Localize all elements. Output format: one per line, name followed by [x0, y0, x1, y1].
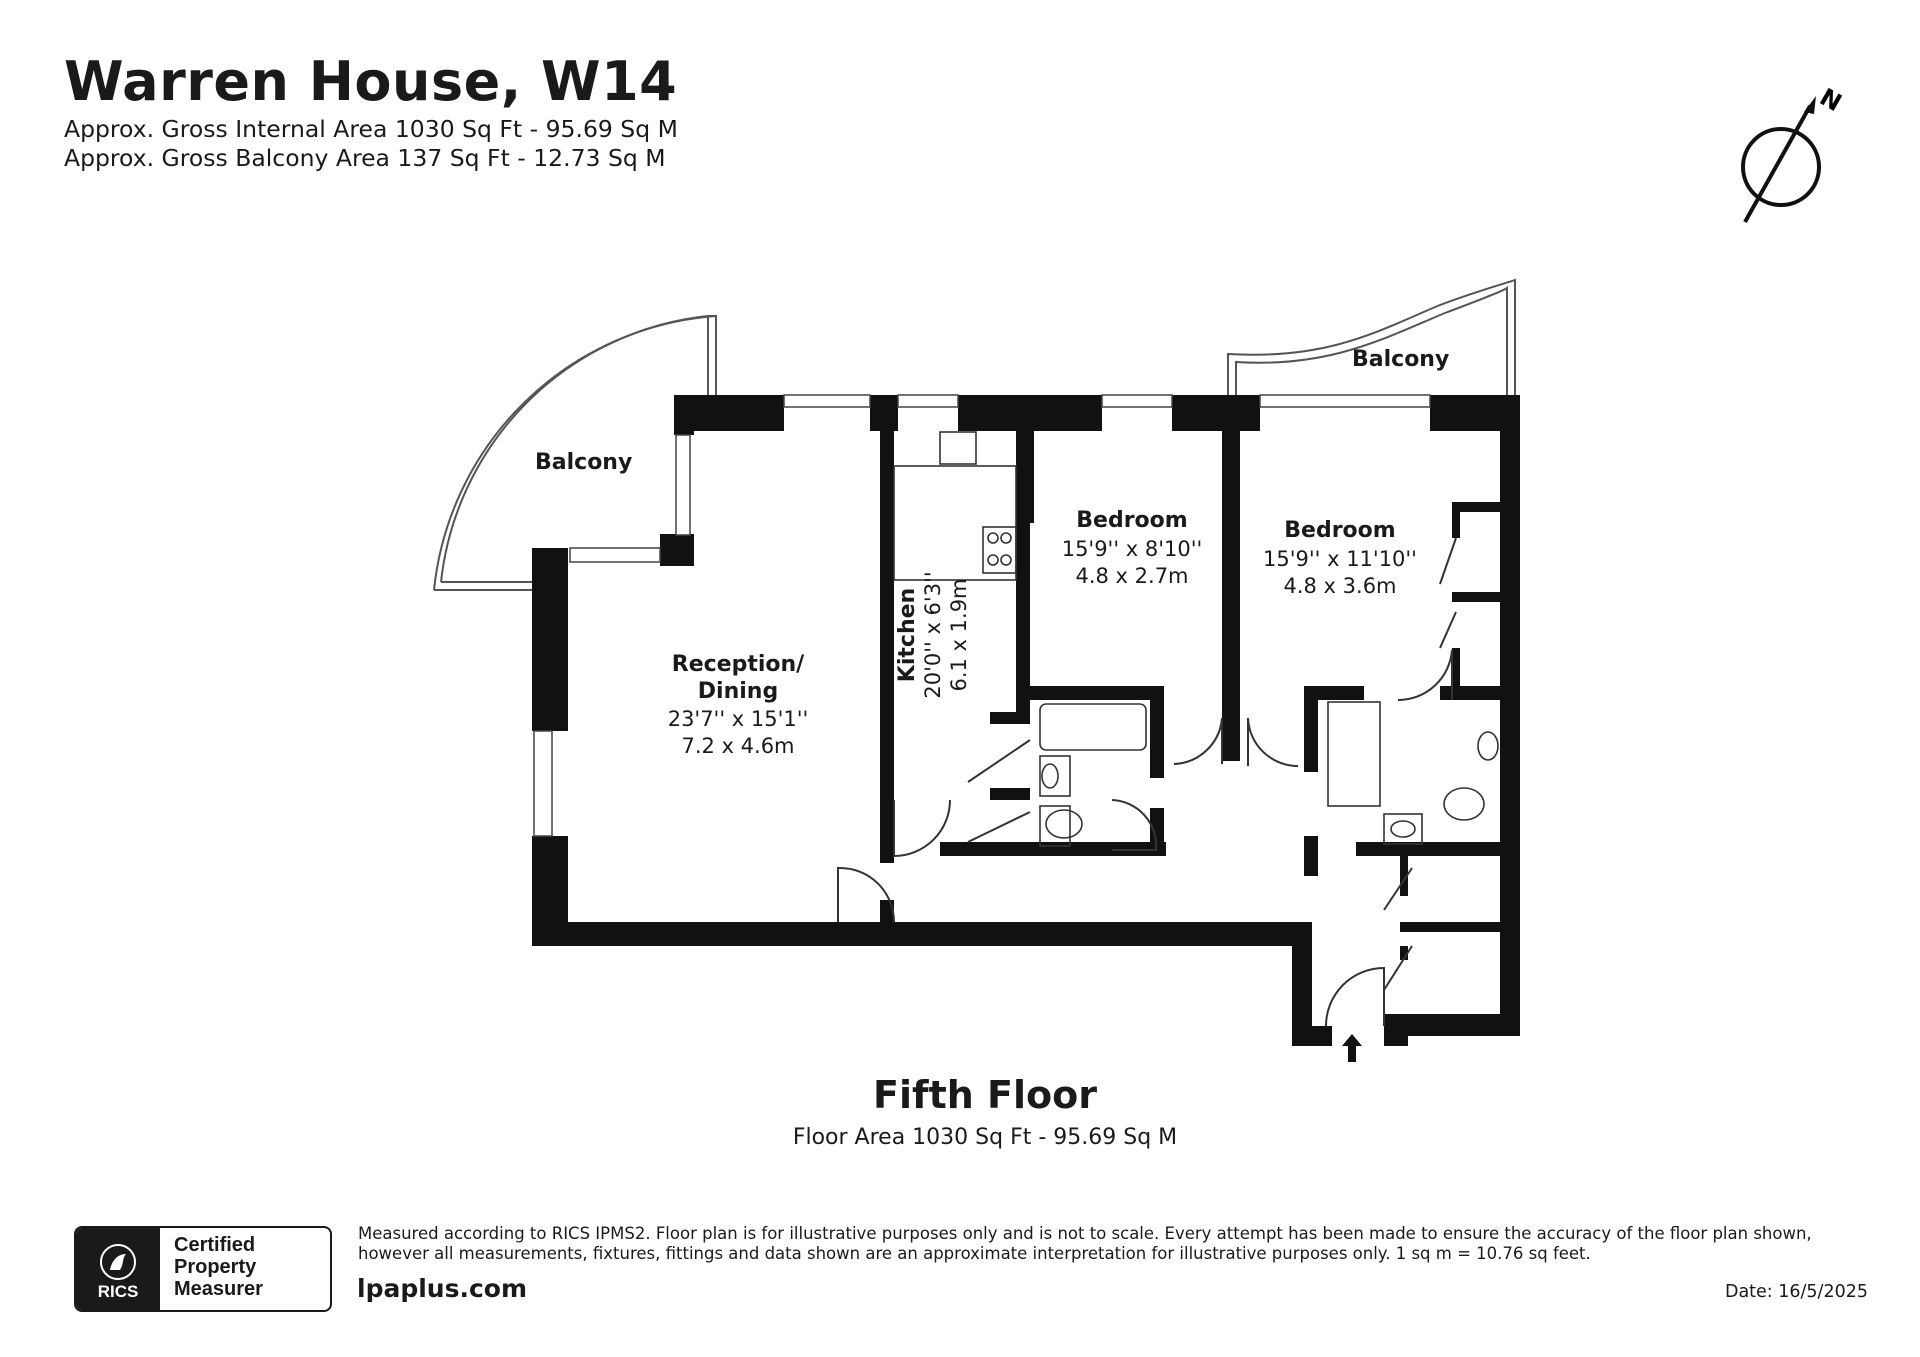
kitchen-label: Kitchen: [895, 588, 920, 682]
entrance-arrow-icon: [1342, 1034, 1362, 1062]
gross-internal-area: Approx. Gross Internal Area 1030 Sq Ft -…: [64, 115, 678, 143]
balcony-east-outline: [1227, 278, 1516, 395]
floor-title: Fifth Floor: [873, 1073, 1097, 1117]
reception-dim-imperial: 23'7'' x 15'1'': [668, 707, 809, 731]
bedroom-2-label: Bedroom: [1284, 518, 1395, 543]
north-compass-icon: N: [1741, 83, 1846, 223]
plan-date: Date: 16/5/2025: [1724, 1282, 1868, 1302]
bedroom-2-dim-imperial: 15'9'' x 11'10'': [1263, 547, 1417, 571]
badge-line-3: Measurer: [174, 1278, 263, 1300]
badge-line-2: Property: [174, 1256, 257, 1278]
reception-dim-metric: 7.2 x 4.6m: [681, 734, 794, 758]
balcony-east-label: Balcony: [1352, 347, 1449, 372]
floor-area: Floor Area 1030 Sq Ft - 95.69 Sq M: [792, 1125, 1178, 1150]
website-link[interactable]: lpaplus.com: [357, 1274, 528, 1303]
balcony-west-label: Balcony: [535, 450, 632, 475]
badge-line-1: Certified: [174, 1234, 256, 1256]
rics-lion-icon: [100, 1244, 136, 1280]
dining-label: Dining: [698, 679, 778, 704]
windows: [533, 394, 1431, 837]
disclaimer: Measured according to RICS IPMS2. Floor …: [358, 1224, 1812, 1263]
compass-north-label: N: [1815, 83, 1846, 117]
bedroom-1-dim-metric: 4.8 x 2.7m: [1075, 564, 1188, 588]
property-title: Warren House, W14: [64, 50, 678, 113]
kitchen-dim-imperial: 20'0'' x 6'3'': [921, 571, 945, 698]
walls: [532, 395, 1520, 1046]
balcony-west-outline: [433, 315, 717, 591]
bedroom-1-dim-imperial: 15'9'' x 8'10'': [1062, 537, 1203, 561]
rics-badge: RICS Certified Property Measurer: [74, 1226, 332, 1312]
bedroom-2-dim-metric: 4.8 x 3.6m: [1283, 574, 1396, 598]
gross-balcony-area: Approx. Gross Balcony Area 137 Sq Ft - 1…: [64, 144, 666, 172]
kitchen-fixtures: [893, 431, 1017, 581]
bedroom-1-label: Bedroom: [1076, 508, 1187, 533]
bathroom-fixtures: [1039, 701, 1499, 847]
door-swings: [837, 537, 1457, 1027]
rics-badge-text: Certified Property Measurer: [160, 1228, 330, 1310]
rics-logo-panel: RICS: [76, 1228, 160, 1310]
reception-label: Reception/: [672, 652, 805, 677]
kitchen-dim-metric: 6.1 x 1.9m: [947, 578, 971, 691]
rics-wordmark: RICS: [97, 1282, 139, 1301]
